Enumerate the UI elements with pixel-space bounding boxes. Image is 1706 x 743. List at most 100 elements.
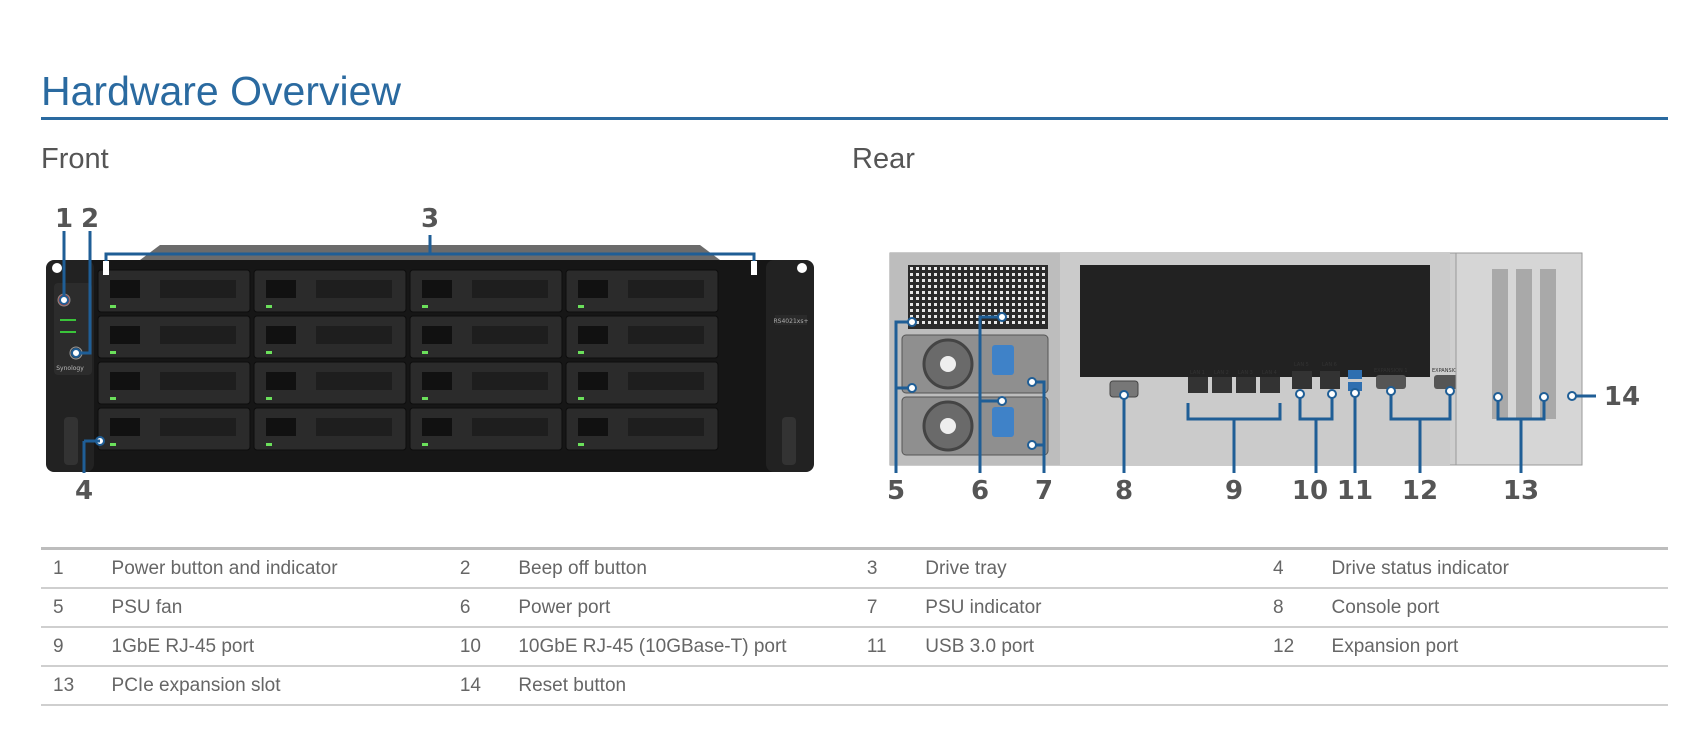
pcie-slot-2 [1516, 269, 1532, 419]
rear-view-figure: LAN 1 LAN 2 LAN 3 LAN 4 LAN 5 LAN 6 EXPA… [887, 252, 1640, 506]
legend-label: USB 3.0 port [925, 627, 1262, 667]
leader-line-12 [1389, 391, 1452, 473]
legend-label: Expansion port [1331, 627, 1668, 667]
status-led [60, 319, 76, 321]
callout-dot [1119, 390, 1129, 400]
callout-dot [1327, 389, 1337, 399]
leader-line-7 [1032, 380, 1046, 473]
drive-tray-row-4[interactable] [97, 407, 719, 451]
lan-10gbe-group: LAN 5 LAN 6 [1292, 362, 1340, 389]
lan-port-2-icon[interactable] [1212, 377, 1232, 393]
front-heading: Front [41, 143, 109, 175]
lan-port-4-icon[interactable] [1260, 377, 1280, 393]
title-divider [41, 117, 1668, 120]
lan-led [60, 331, 76, 333]
drive-tray-row-1[interactable] [97, 269, 719, 313]
callout-4: 4 [75, 476, 93, 506]
lan-port-3-icon[interactable] [1236, 377, 1256, 393]
callout-3: 3 [421, 204, 439, 234]
main-vent-grille [1080, 265, 1430, 377]
legend-number: 3 [854, 548, 926, 589]
callout-9: 9 [1225, 476, 1243, 506]
lan-label: LAN 4 [1262, 370, 1277, 376]
callout-dot [907, 383, 917, 393]
leader-line-13 [1496, 397, 1546, 473]
pcie-slot-3 [1540, 269, 1556, 419]
legend-number: 8 [1261, 588, 1332, 628]
legend-number: 7 [854, 588, 926, 628]
vent-holes [910, 267, 1045, 324]
lan-label: LAN 6 [1322, 362, 1337, 368]
legend-number: 5 [41, 588, 112, 628]
callout-10: 10 [1292, 476, 1328, 506]
drive-tray-row-2[interactable] [97, 315, 719, 359]
handle-right [782, 417, 796, 465]
right-ear [766, 260, 814, 472]
rack-hole-icon [797, 263, 807, 273]
legend-table: 1 Power button and indicator 2 Beep off … [41, 547, 1668, 706]
model-badge-text: RS4021xs+ [774, 318, 809, 325]
leader-line-6 [978, 315, 1002, 473]
legend-label: 10GbE RJ-45 (10GBase-T) port [518, 627, 855, 667]
legend-number [1261, 666, 1332, 706]
legend-row: 1 Power button and indicator 2 Beep off … [41, 548, 1668, 589]
legend-label: Beep off button [518, 548, 855, 589]
lan-port-1-icon[interactable] [1188, 377, 1208, 393]
callout-dot [59, 295, 69, 305]
legend-row: 13 PCIe expansion slot 14 Reset button [41, 666, 1668, 706]
lan-10g-port-5-icon[interactable] [1292, 371, 1312, 389]
legend-number: 4 [1261, 548, 1332, 589]
pcie-slot-1 [1492, 269, 1508, 419]
legend-number: 14 [447, 666, 519, 706]
callout-5: 5 [887, 476, 905, 506]
legend-label: Drive tray [925, 548, 1262, 589]
lan-1gbe-group: LAN 1 LAN 2 LAN 3 LAN 4 [1188, 370, 1280, 393]
handle-left [64, 417, 78, 465]
legend-number [854, 666, 926, 706]
legend-label [925, 666, 1262, 706]
legend-label: Drive status indicator [1331, 548, 1668, 589]
callout-dot [1027, 377, 1037, 387]
callout-dot [1386, 386, 1396, 396]
callout-dot [1027, 440, 1037, 450]
drive-bays [97, 269, 719, 451]
lan-label: LAN 3 [1238, 370, 1253, 376]
callout-bracket-end [103, 261, 109, 275]
callout-dot [997, 312, 1007, 322]
power-port-1-icon[interactable] [992, 345, 1014, 375]
legend-label: Reset button [518, 666, 855, 706]
callout-1: 1 [55, 204, 73, 234]
legend-number: 10 [447, 627, 519, 667]
legend-label: PCIe expansion slot [111, 666, 448, 706]
callout-dot [1350, 388, 1360, 398]
callout-6: 6 [971, 476, 989, 506]
lan-10g-port-6-icon[interactable] [1320, 371, 1340, 389]
callout-dot [907, 317, 917, 327]
expansion-port-1-icon[interactable] [1376, 375, 1406, 389]
legend-number: 12 [1261, 627, 1332, 667]
legend-number: 6 [447, 588, 519, 628]
legend-number: 13 [41, 666, 112, 706]
legend-row: 9 1GbE RJ-45 port 10 10GbE RJ-45 (10GBas… [41, 627, 1668, 667]
legend-label: Power button and indicator [111, 548, 448, 589]
drive-tray-row-3[interactable] [97, 361, 719, 405]
expansion-ports: EXPANSION 1 EXPANSION 2 [1374, 368, 1466, 389]
legend-label: PSU fan [111, 588, 448, 628]
usb-port-1-icon[interactable] [1348, 370, 1362, 379]
callout-dot [71, 348, 81, 358]
fan-hub [940, 418, 956, 434]
legend-number: 1 [41, 548, 112, 589]
power-port-2-icon[interactable] [992, 407, 1014, 437]
callout-dot [1567, 391, 1577, 401]
leader-line-3 [104, 235, 756, 261]
callout-bracket-end [751, 261, 757, 275]
panel-brand: Synology [56, 365, 84, 372]
usb-port-2-icon[interactable] [1348, 382, 1362, 391]
callout-12: 12 [1402, 476, 1438, 506]
legend-label: 1GbE RJ-45 port [111, 627, 448, 667]
rear-heading: Rear [852, 143, 915, 175]
callout-14: 14 [1604, 382, 1640, 412]
legend-label: Console port [1331, 588, 1668, 628]
legend-number: 9 [41, 627, 112, 667]
legend-label: Power port [518, 588, 855, 628]
